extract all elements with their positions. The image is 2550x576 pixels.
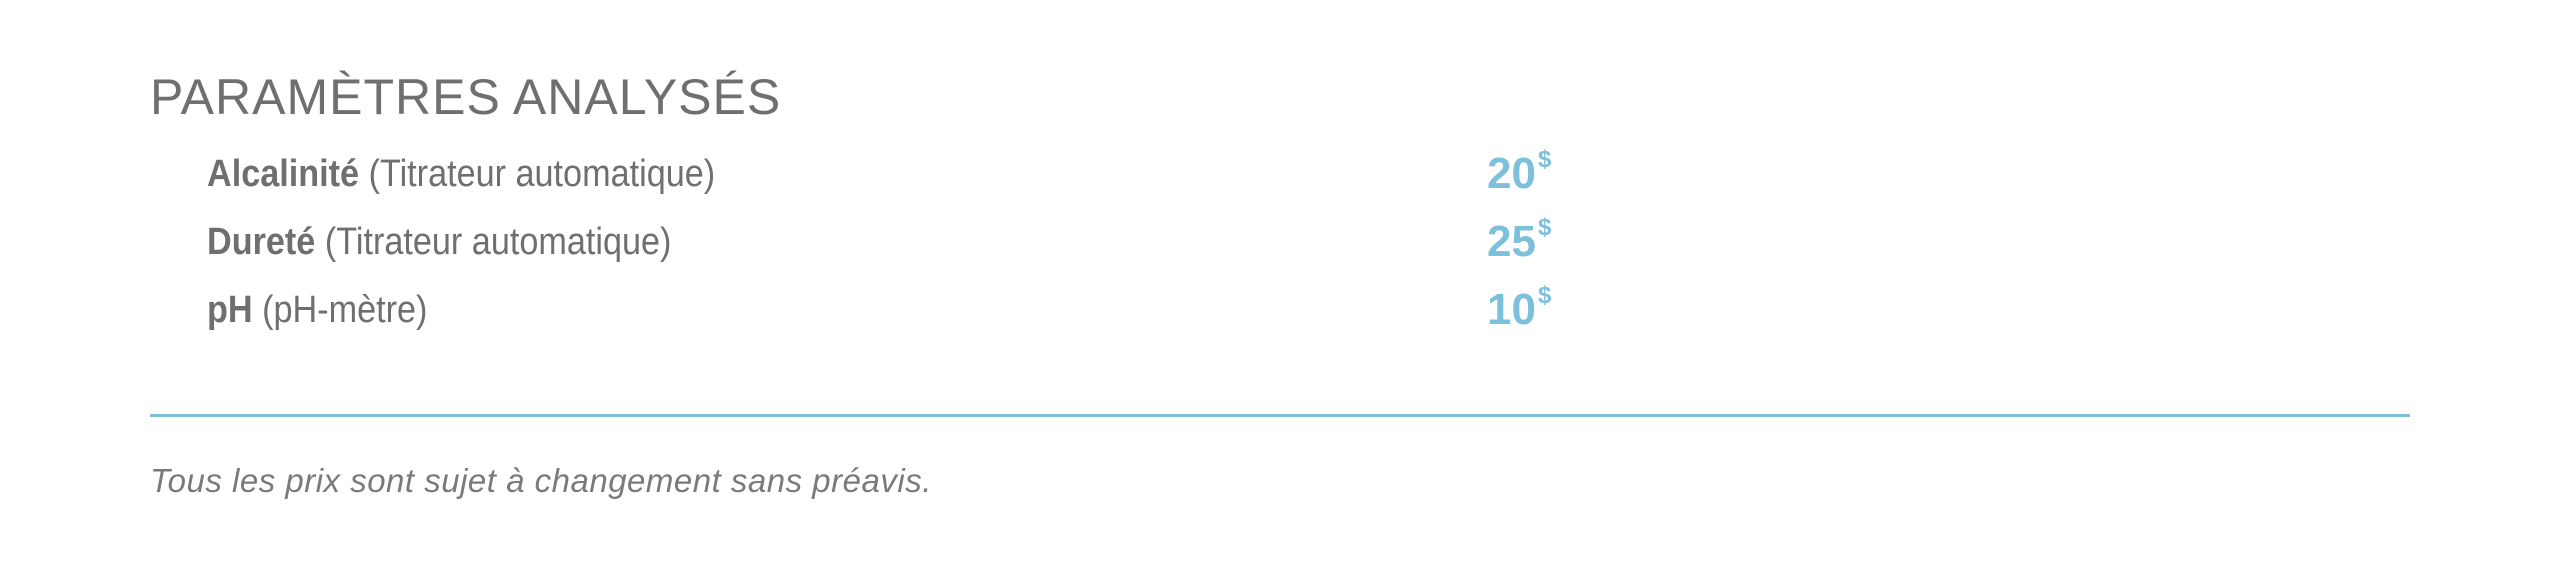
parameter-price: 25$ [1487, 208, 1551, 276]
parameter-label: Alcalinité (Titrateur automatique) [207, 153, 715, 196]
parameter-row-alcalinite: Alcalinité (Titrateur automatique) 20$ [207, 140, 1607, 208]
parameter-label: pH (pH-mètre) [207, 289, 427, 332]
price-disclaimer: Tous les prix sont sujet à changement sa… [150, 462, 932, 499]
parameter-name: Dureté [207, 220, 316, 263]
parameter-name: pH [207, 288, 253, 331]
parameter-method: (pH-mètre) [262, 288, 428, 331]
parameter-name: Alcalinité [207, 152, 360, 195]
section-title: PARAMÈTRES ANALYSÉS [150, 69, 782, 125]
section-divider [150, 414, 2410, 417]
parameter-price: 10$ [1487, 276, 1551, 344]
parameter-price: 20$ [1487, 140, 1551, 208]
parameter-method: (Titrateur automatique) [324, 220, 672, 263]
price-amount: 25 [1487, 217, 1536, 266]
parameter-row-ph: pH (pH-mètre) 10$ [207, 276, 1607, 344]
price-amount: 20 [1487, 149, 1536, 198]
parameter-method: (Titrateur automatique) [368, 152, 716, 195]
price-currency: $ [1537, 146, 1552, 173]
price-currency: $ [1537, 214, 1552, 241]
price-currency: $ [1537, 282, 1552, 309]
parameter-row-durete: Dureté (Titrateur automatique) 25$ [207, 208, 1607, 276]
price-amount: 10 [1487, 285, 1536, 334]
parameter-label: Dureté (Titrateur automatique) [207, 221, 671, 264]
parameter-list: Alcalinité (Titrateur automatique) 20$ D… [207, 140, 1607, 344]
